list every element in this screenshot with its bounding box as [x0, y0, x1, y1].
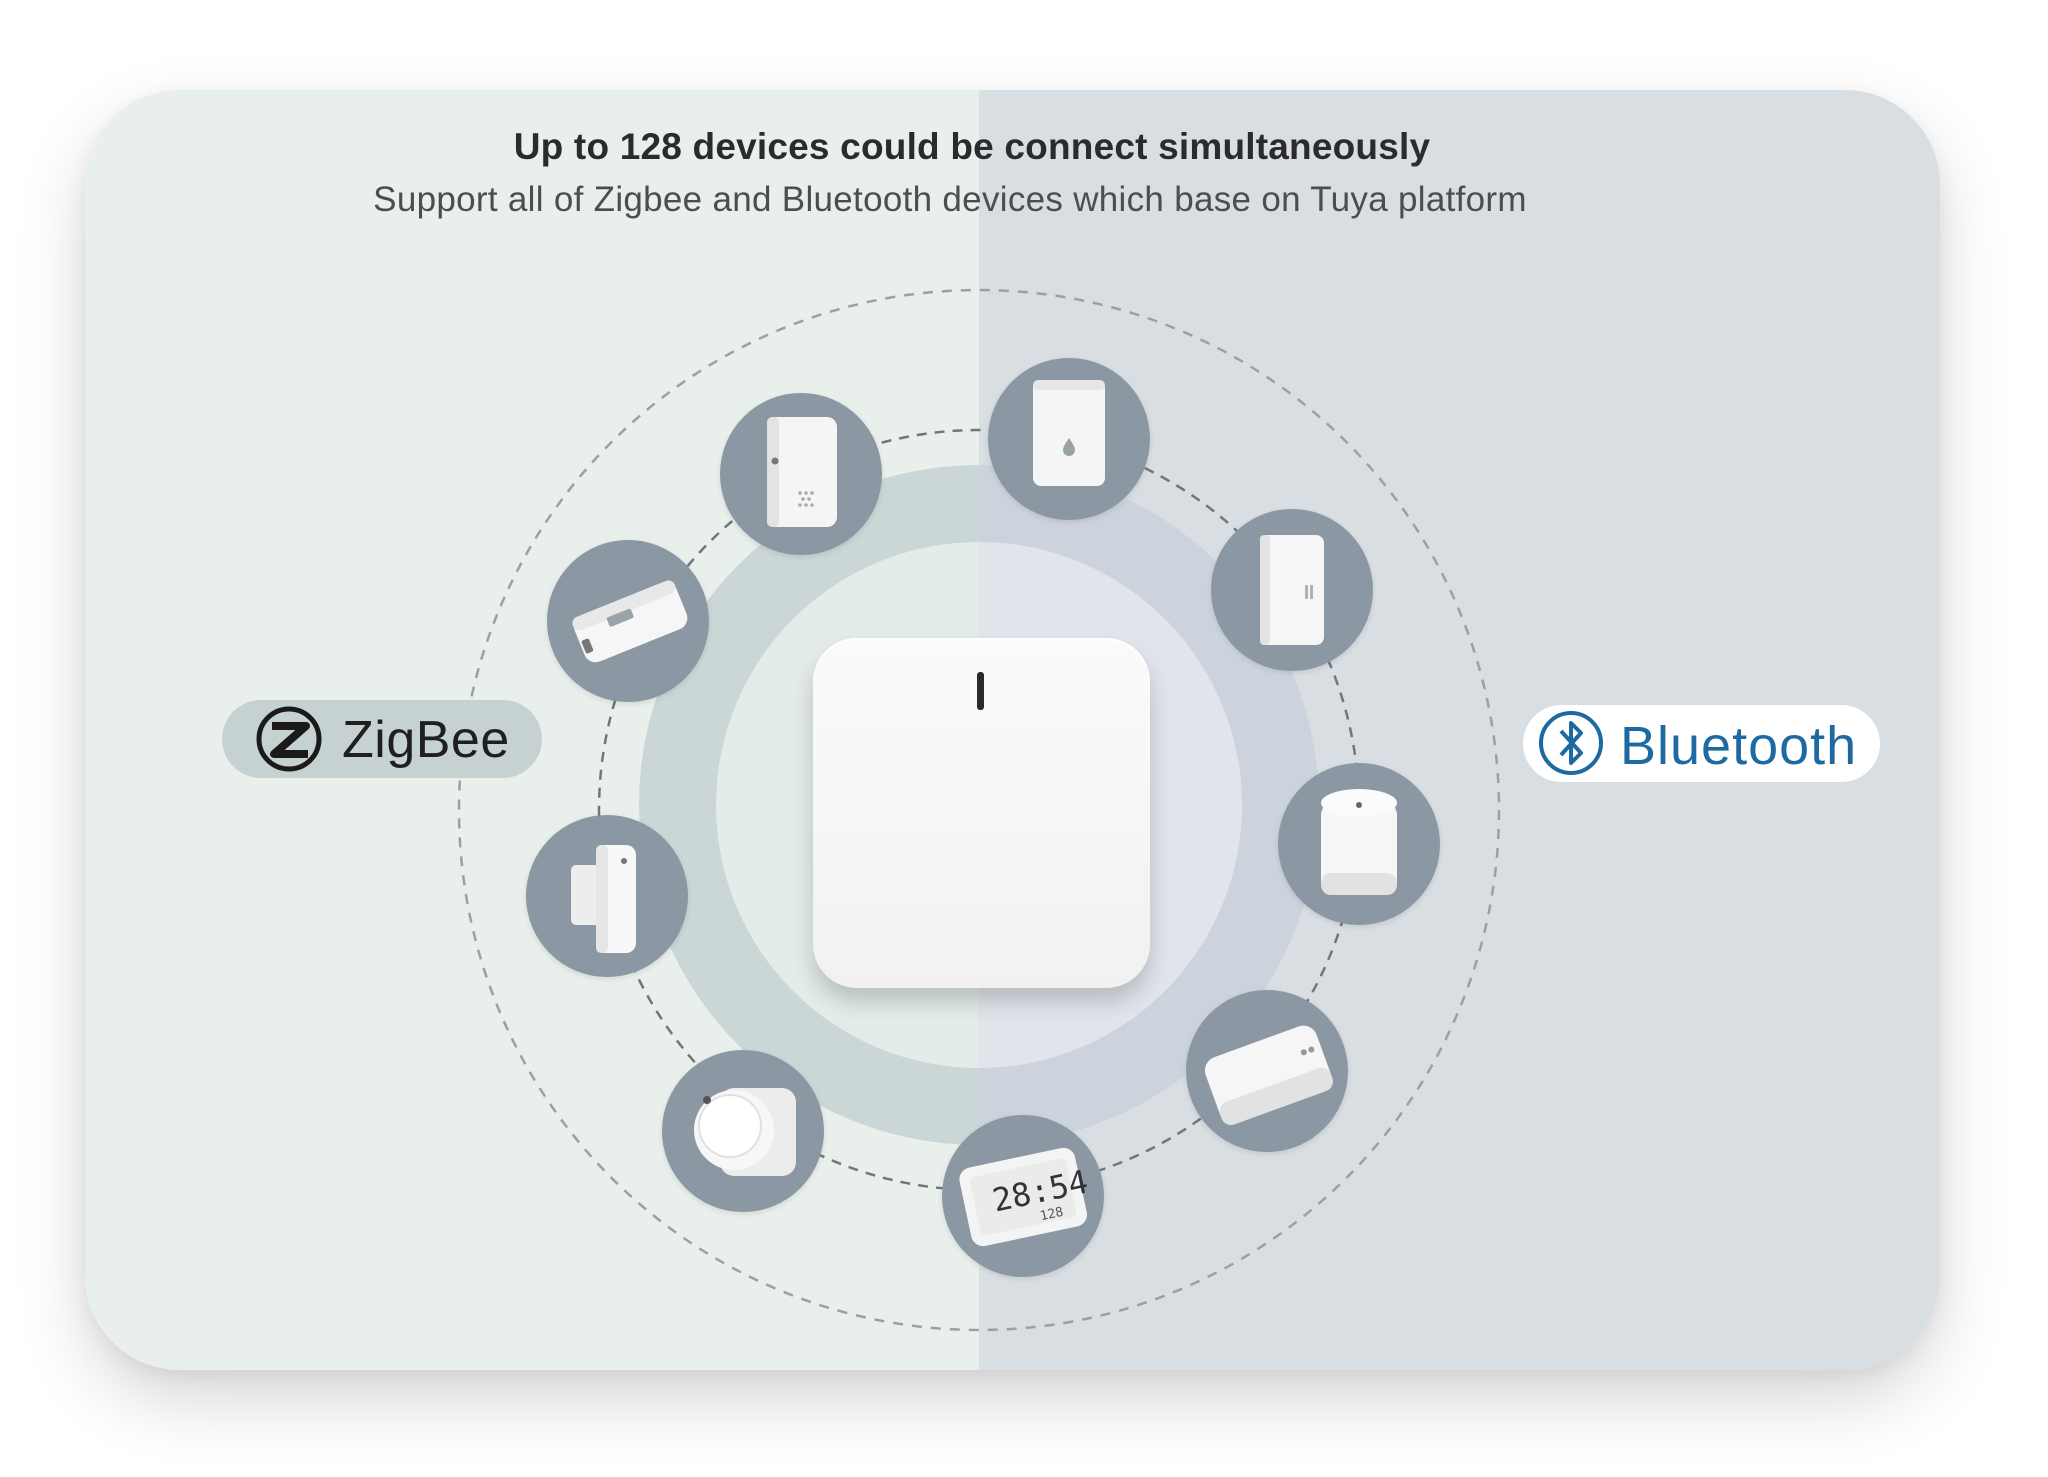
pir-sensor-icon — [662, 1050, 824, 1212]
hub-led-indicator — [977, 672, 984, 710]
outer-dashed-circle — [457, 288, 1501, 1332]
water-leak-icon — [988, 358, 1150, 520]
bluetooth-badge: Bluetooth — [1523, 705, 1880, 782]
headline: Up to 128 devices could be connect simul… — [513, 126, 1431, 167]
gateway-hub-icon — [813, 638, 1150, 988]
bluetooth-logo-icon — [1539, 711, 1603, 775]
bluetooth-label: Bluetooth — [1620, 716, 1858, 776]
zigbee-logo-icon — [256, 706, 322, 772]
contact-sensor-icon — [526, 815, 688, 977]
subline: Support all of Zigbee and Bluetooth devi… — [373, 180, 1527, 219]
mini-hub-icon — [1186, 990, 1348, 1152]
zigbee-badge: ZigBee — [222, 700, 542, 778]
zigbee-label: ZigBee — [342, 711, 510, 769]
door-sensor-icon — [1211, 509, 1373, 671]
siren-icon — [720, 393, 882, 555]
motion-sensor-icon — [1278, 763, 1440, 925]
usb-dongle-icon — [547, 540, 709, 702]
thermometer-icon: 28:54 128 — [942, 1115, 1104, 1277]
